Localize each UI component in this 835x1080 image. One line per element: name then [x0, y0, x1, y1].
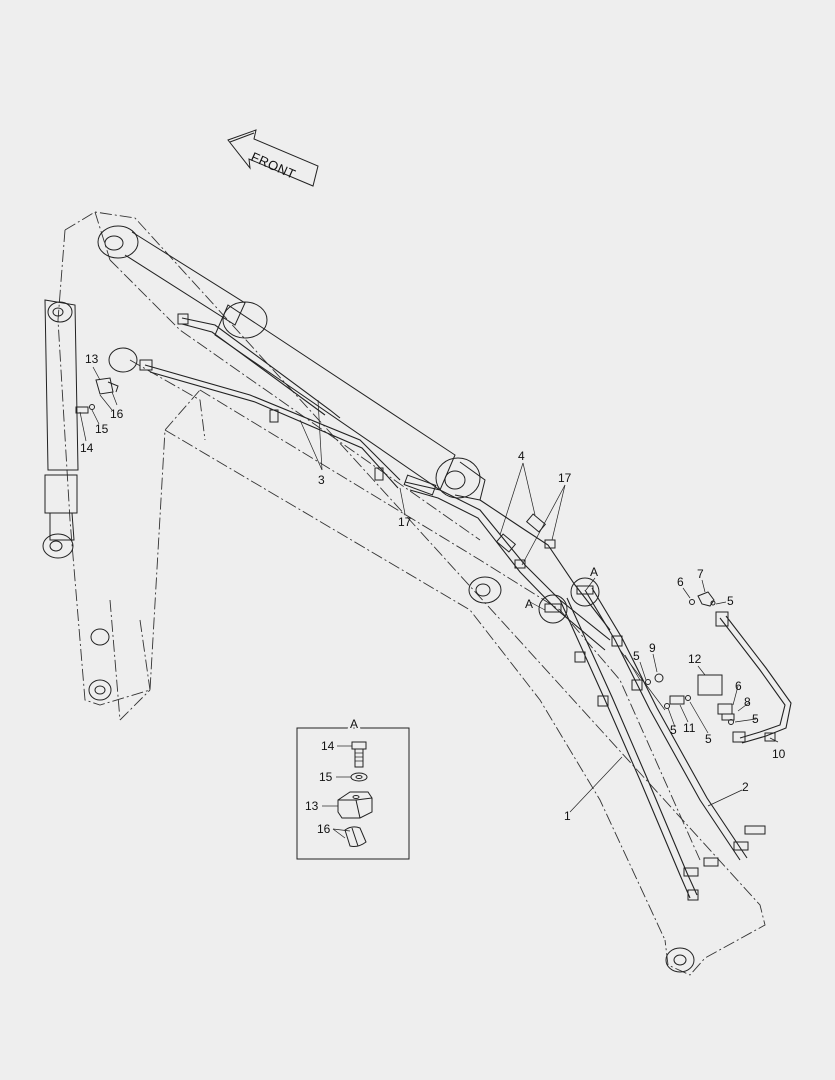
- callout-A-right: A: [590, 565, 598, 579]
- callout-14: 14: [80, 441, 94, 455]
- detail-label-14: 14: [321, 739, 335, 753]
- boom-outline: [57, 211, 766, 976]
- front-arrow: FRONT: [227, 129, 319, 187]
- detail-clamp-halves: [344, 826, 367, 847]
- detail-washer: [350, 772, 368, 782]
- clamp-circles: [538, 577, 600, 624]
- boom-pins: [88, 347, 695, 973]
- callout-17b: 17: [558, 471, 572, 485]
- callout-4: 4: [518, 449, 525, 463]
- leader-lines: [79, 366, 779, 813]
- hose-4: [403, 474, 611, 651]
- callout-15: 15: [95, 422, 109, 436]
- callout-1: 1: [564, 809, 571, 823]
- tube-3: [139, 313, 401, 489]
- callout-10: 10: [772, 747, 786, 761]
- detail-clamp: [337, 791, 373, 819]
- detail-label-16: 16: [317, 822, 331, 836]
- callout-8: 8: [744, 695, 751, 709]
- callout-11: 11: [683, 721, 696, 735]
- left-clamp-parts: [75, 377, 119, 414]
- valve-assembly: [619, 591, 792, 744]
- callout-5a: 5: [727, 594, 734, 608]
- callout-17a: 17: [398, 515, 412, 529]
- detail-bolt: [351, 741, 367, 768]
- callout-5d: 5: [670, 723, 677, 737]
- callout-5e: 5: [705, 732, 712, 746]
- callout-2: 2: [742, 780, 749, 794]
- arm-cylinder: [97, 225, 502, 604]
- callout-A-left: A: [525, 597, 533, 611]
- callout-9: 9: [649, 641, 656, 655]
- callout-12: 12: [688, 652, 702, 666]
- callout-5c: 5: [752, 712, 759, 726]
- detail-label-15: 15: [319, 770, 333, 784]
- callout-13: 13: [85, 352, 99, 366]
- callout-6a: 6: [677, 575, 684, 589]
- tubes-1-2: [559, 587, 766, 901]
- callout-16: 16: [110, 407, 124, 421]
- detail-a-title: A: [350, 717, 358, 731]
- callout-3: 3: [318, 473, 325, 487]
- callout-6b: 6: [735, 679, 742, 693]
- callout-7: 7: [697, 567, 704, 581]
- detail-a-inset: A 14 15 13 16: [296, 715, 410, 860]
- detail-label-13: 13: [305, 799, 319, 813]
- callout-labels: 13 16 15 14 3 17 4 17 A A 6 7 5 5 9 12 6…: [80, 352, 786, 823]
- boom-cylinder: [42, 299, 79, 559]
- callout-5b: 5: [633, 649, 640, 663]
